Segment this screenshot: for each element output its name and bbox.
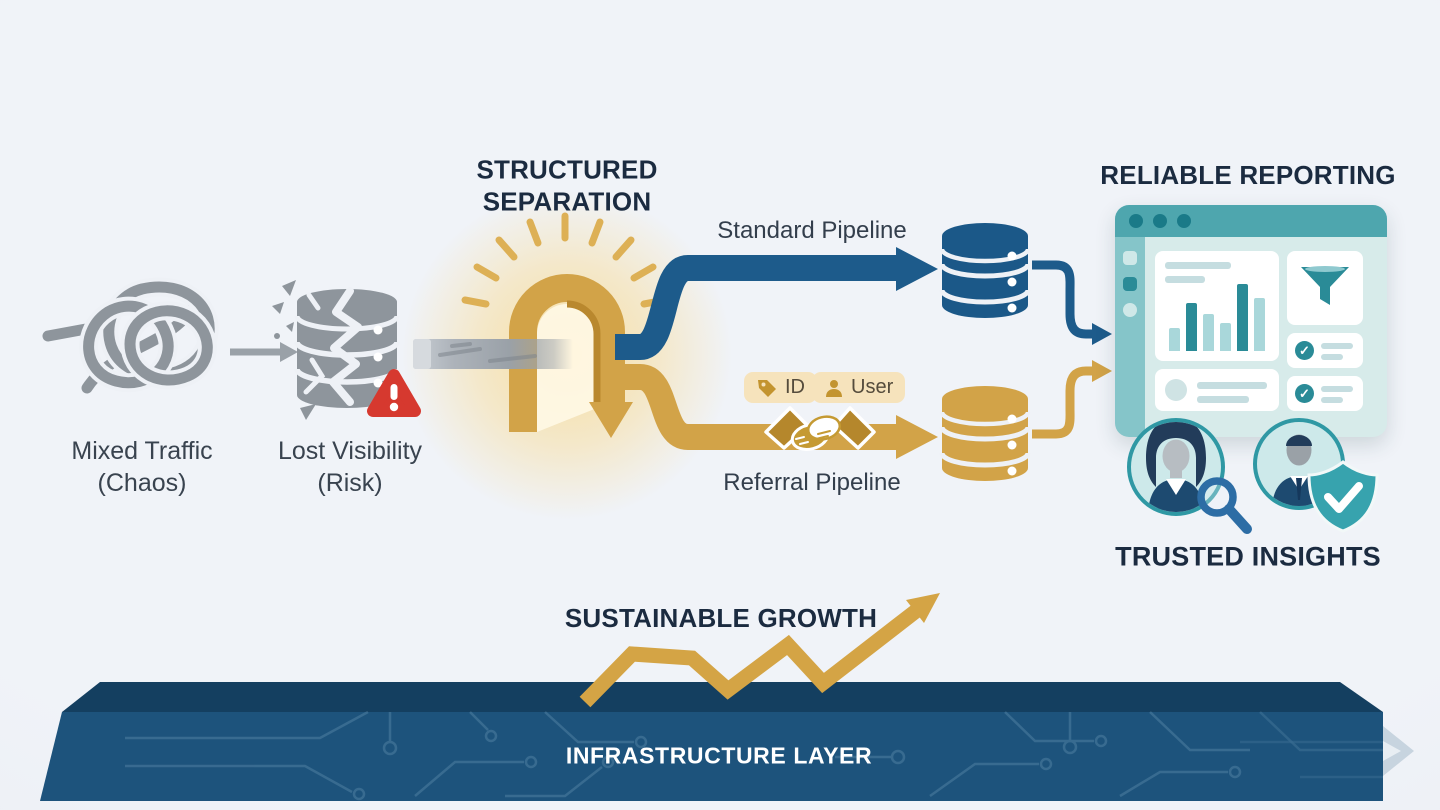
standard-pipeline-arrow — [615, 247, 938, 360]
gold-connector-arrow — [1032, 360, 1112, 439]
window-dot-icon — [1129, 214, 1143, 228]
check-icon: ✓ — [1295, 384, 1314, 403]
tag-icon — [758, 379, 776, 397]
standard-database-icon — [939, 223, 1031, 318]
sidebar-item-icon — [1123, 251, 1137, 265]
handshake-icon — [764, 406, 876, 451]
chart-bar — [1203, 314, 1214, 351]
chart-bar — [1169, 328, 1180, 351]
sidebar-item-icon — [1123, 277, 1137, 291]
referral-pipeline-label: Referral Pipeline — [723, 469, 901, 496]
traffic-band — [413, 339, 573, 369]
window-dot-icon — [1153, 214, 1167, 228]
trusted-insights-label: TRUSTED INSIGHTS — [1115, 541, 1381, 572]
tangled-knot-icon — [42, 277, 219, 394]
reliable-reporting-label: RELIABLE REPORTING — [1100, 160, 1396, 191]
funnel-icon — [1301, 266, 1349, 305]
broken-database-icon — [272, 280, 400, 420]
check-card: ✓ — [1287, 376, 1363, 411]
dashboard-titlebar — [1115, 205, 1387, 237]
window-dot-icon — [1177, 214, 1191, 228]
chart-bar — [1254, 298, 1265, 351]
mini-bar-chart — [1169, 284, 1265, 351]
referral-pipeline-arrow — [615, 364, 938, 459]
chart-bar — [1186, 303, 1197, 351]
reporting-dashboard: ✓ ✓ — [1115, 205, 1387, 437]
summary-card — [1155, 369, 1279, 411]
growth-arrow-icon — [579, 593, 940, 708]
user-tag: User — [812, 372, 906, 403]
filter-card — [1287, 251, 1363, 325]
lost-visibility-label: Lost Visibility (Risk) — [277, 437, 423, 497]
user-icon — [826, 379, 842, 397]
dashboard-sidebar — [1115, 237, 1145, 437]
id-tag: ID — [744, 372, 817, 403]
referral-database-icon — [939, 386, 1031, 481]
warning-icon — [367, 369, 421, 417]
check-icon: ✓ — [1295, 341, 1314, 360]
circuit-pattern-icon — [125, 710, 1383, 801]
down-arrow-icon — [589, 402, 633, 438]
user-tag-label: User — [851, 376, 894, 398]
blue-connector-arrow — [1032, 260, 1112, 345]
structured-separation-label: STRUCTURED SEPARATION — [476, 154, 658, 216]
chart-bar — [1237, 284, 1248, 351]
check-card: ✓ — [1287, 333, 1363, 368]
chart-card — [1155, 251, 1279, 361]
avatar-placeholder-icon — [1165, 379, 1187, 401]
sustainable-growth-label: SUSTAINABLE GROWTH — [564, 603, 878, 634]
id-tag-label: ID — [785, 376, 805, 398]
arrow-right-icon — [230, 342, 298, 362]
infrastructure-bar — [40, 682, 1414, 801]
standard-pipeline-label: Standard Pipeline — [717, 217, 907, 244]
sidebar-item-icon — [1123, 303, 1137, 317]
mixed-traffic-label: Mixed Traffic (Chaos) — [71, 437, 213, 497]
infrastructure-layer-label: INFRASTRUCTURE LAYER — [565, 742, 873, 769]
chart-bar — [1220, 323, 1231, 351]
